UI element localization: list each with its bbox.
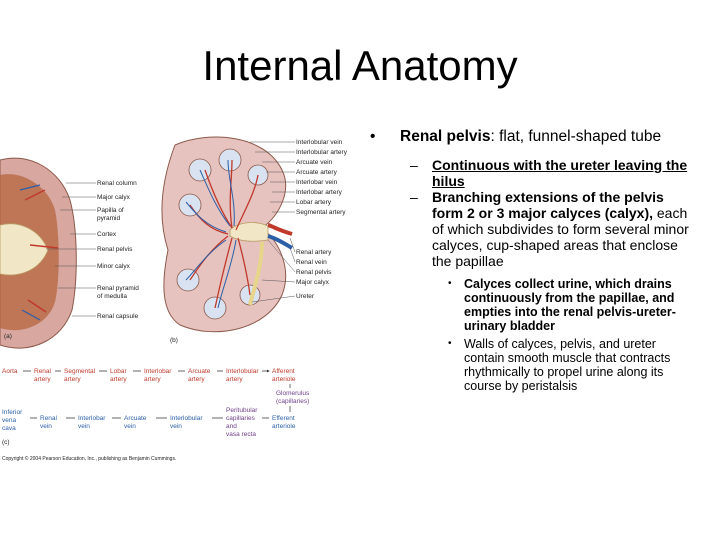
flow-artery-2: artery [64, 376, 81, 383]
flow-inferior: Inferior [2, 409, 23, 416]
flow-artery-4: artery [144, 376, 161, 383]
flow-arteriole-2: arteriole [272, 423, 296, 430]
subbullet-continuous: – Continuous with the ureter leaving the… [370, 157, 695, 189]
flow-glomerulus: Glomerulus [276, 390, 310, 397]
label-renal-capsule: Renal capsule [97, 313, 139, 320]
bullet-renal-pelvis-desc: : flat, funnel-shaped tube [490, 128, 662, 145]
label-cortex: Cortex [97, 231, 117, 238]
flow-interlobar-v: Interlobar [78, 415, 106, 422]
panel-a-label: (a) [4, 333, 12, 340]
left-labels: Renal column Major calyx Papilla of pyra… [46, 180, 139, 320]
flow-vein-1: vein [40, 423, 52, 430]
flow-interlobar: Interlobar [144, 368, 172, 375]
flow-vein-3: vein [124, 423, 136, 430]
bullet-renal-pelvis-term: Renal pelvis [400, 128, 491, 145]
subbullet-branching-rest: each of which subdivides to form several… [432, 205, 689, 269]
flow-capillaries: (capillaries) [276, 398, 309, 405]
bullet-renal-pelvis: • Renal pelvis: flat, funnel-shaped tube [370, 128, 695, 145]
label-of-medulla: of medulla [97, 293, 127, 300]
subbullet-continuous-text: Continuous with the ureter leaving the h… [432, 157, 688, 189]
small-bullet: • [448, 278, 452, 289]
flow-artery-5: artery [188, 376, 205, 383]
subbullet-branching-bold: Branching extensions of the pelvis form … [432, 189, 664, 221]
label-major-calyx-right: Major calyx [296, 279, 330, 286]
tertiary-calyces: • Calyces collect urine, which drains co… [370, 277, 695, 333]
blood-flow-schematic: Aorta Renal artery Segmental artery Loba… [2, 368, 310, 462]
dash-marker: – [410, 189, 418, 205]
label-interlobular-vein: Interlobular vein [296, 139, 343, 146]
label-renal-pyramid: Renal pyramid [97, 285, 139, 292]
flow-aorta: Aorta [2, 368, 18, 375]
label-pyramid: pyramid [97, 215, 121, 222]
flow-renal-v: Renal [40, 415, 58, 422]
flow-arcuate-v: Arcuate [124, 415, 147, 422]
flow-afferent: Afferent [272, 368, 295, 375]
flow-capillaries-2: capillaries [226, 415, 256, 422]
label-interlobar-vein: Interlobar vein [296, 179, 338, 186]
flow-artery-1: artery [34, 376, 51, 383]
flow-artery-6: artery [226, 376, 243, 383]
bullet-dot: • [370, 128, 376, 145]
label-ureter: Ureter [296, 293, 315, 300]
flow-vein-4: vein [170, 423, 182, 430]
flow-lobar: Lobar [110, 368, 127, 375]
flow-segmental: Segmental [64, 368, 96, 375]
bullet-list: • Renal pelvis: flat, funnel-shaped tube… [370, 128, 695, 393]
flow-vasa-recta: vasa recta [226, 431, 256, 438]
kidney-section-b [161, 136, 294, 333]
right-labels: Interlobular vein Interlobular artery Ar… [250, 139, 348, 303]
panel-b-label: (b) [170, 337, 178, 344]
label-renal-column: Renal column [97, 180, 137, 187]
kidney-figure: (a) Renal column Major calyx Papilla of … [0, 136, 348, 462]
flow-interlobular: Interlobular [226, 368, 259, 375]
flow-interlobular-v: Interlobular [170, 415, 203, 422]
label-renal-pelvis-left: Renal pelvis [97, 246, 133, 253]
flow-vein-2: vein [78, 423, 90, 430]
label-arcuate-artery: Arcuate artery [296, 169, 338, 176]
label-papilla: Papilla of [97, 207, 124, 214]
flow-artery-3: artery [110, 376, 127, 383]
label-major-calyx: Major calyx [97, 194, 131, 201]
label-minor-calyx: Minor calyx [97, 263, 131, 270]
flow-arteriole-1: arteriole [272, 376, 296, 383]
tertiary-calyces-text: Calyces collect urine, which drains cont… [464, 277, 676, 333]
slide-title: Internal Anatomy [202, 42, 518, 89]
label-lobar-artery: Lobar artery [296, 199, 332, 206]
label-interlobular-artery: Interlobular artery [296, 149, 348, 156]
flow-vena: vena [2, 417, 16, 424]
label-segmental-artery: Segmental artery [296, 209, 346, 216]
kidney-section-a [0, 157, 77, 349]
label-renal-artery: Renal artery [296, 249, 332, 256]
flow-efferent: Efferent [272, 415, 295, 422]
label-renal-pelvis-right: Renal pelvis [296, 269, 332, 276]
flow-renal: Renal [34, 368, 52, 375]
flow-peritubular: Peritubular [226, 407, 258, 414]
dash-marker: – [410, 157, 418, 173]
flow-and: and [226, 423, 237, 430]
subbullet-branching: – Branching extensions of the pelvis for… [370, 189, 695, 269]
flow-arcuate: Arcuate [188, 368, 211, 375]
label-arcuate-vein: Arcuate vein [296, 159, 333, 166]
flow-cava: cava [2, 425, 16, 432]
tertiary-walls: • Walls of calyces, pelvis, and ureter c… [370, 337, 695, 393]
label-interlobar-artery: Interlobar artery [296, 189, 343, 196]
copyright-text: Copyright © 2004 Pearson Education, Inc.… [2, 455, 176, 462]
label-renal-vein: Renal vein [296, 259, 327, 266]
panel-c-label: (c) [2, 439, 10, 446]
tertiary-walls-text: Walls of calyces, pelvis, and ureter con… [464, 337, 671, 393]
small-bullet: • [448, 338, 452, 349]
